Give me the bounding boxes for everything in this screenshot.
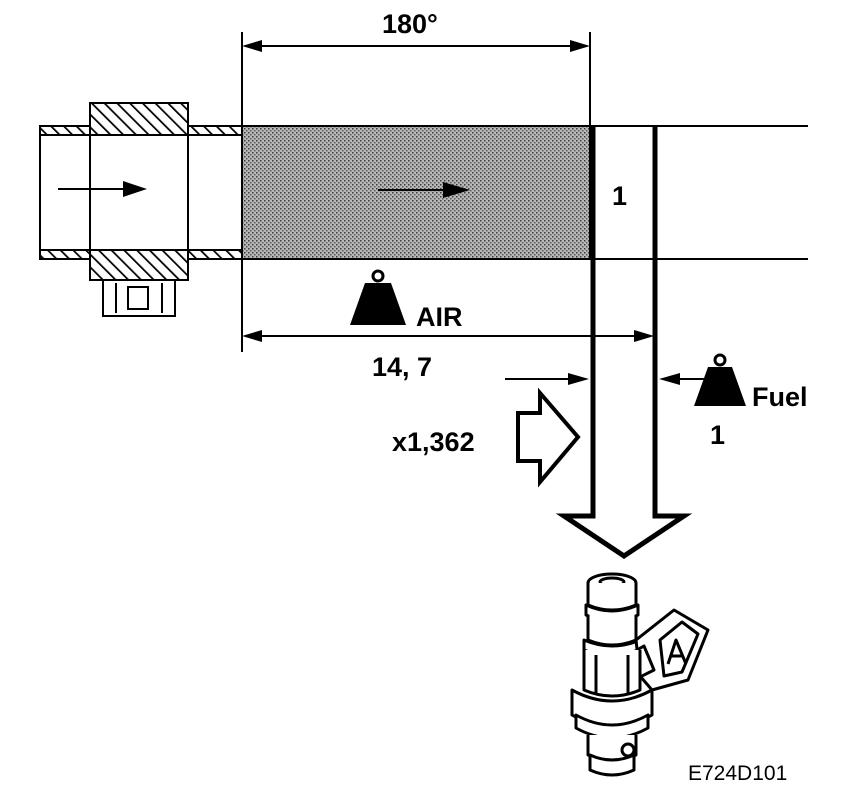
figure-code: E724D101 bbox=[688, 762, 787, 785]
airflow-sensor-icon bbox=[89, 102, 189, 317]
fuel-label: Fuel bbox=[752, 382, 808, 412]
flow-arrow-left bbox=[58, 181, 147, 197]
flow-arrow-center bbox=[378, 182, 470, 198]
intake-pipe bbox=[39, 125, 243, 260]
width-arrow-right bbox=[659, 373, 680, 385]
air-weight-icon bbox=[350, 269, 406, 325]
ratio-arrow-right bbox=[634, 330, 654, 342]
ratio-arrow-left bbox=[242, 330, 262, 342]
section-number: 1 bbox=[612, 181, 627, 211]
multiplier-label: x1,362 bbox=[392, 427, 475, 457]
sensor-housing-top bbox=[89, 102, 189, 136]
fuel-ratio-label: 1 bbox=[710, 420, 725, 450]
width-arrow-left bbox=[568, 373, 589, 385]
angle-dimension bbox=[241, 32, 591, 126]
sensor-connector-pin bbox=[127, 286, 149, 310]
angle-arrow-left bbox=[242, 40, 262, 52]
fuel-weight-icon bbox=[694, 353, 746, 406]
angle-arrow-right bbox=[570, 40, 590, 52]
pipe-right bbox=[590, 125, 808, 260]
ratio-dimension bbox=[241, 259, 648, 352]
air-label: AIR bbox=[416, 302, 463, 332]
fuel-channel bbox=[555, 126, 693, 560]
air-column bbox=[241, 125, 591, 260]
sensor-housing-bottom bbox=[89, 249, 189, 281]
multiplier-arrow-icon bbox=[516, 387, 581, 488]
ratio-label: 14, 7 bbox=[372, 352, 432, 382]
fuel-injector-icon bbox=[570, 572, 710, 777]
angle-label: 180° bbox=[382, 9, 438, 39]
